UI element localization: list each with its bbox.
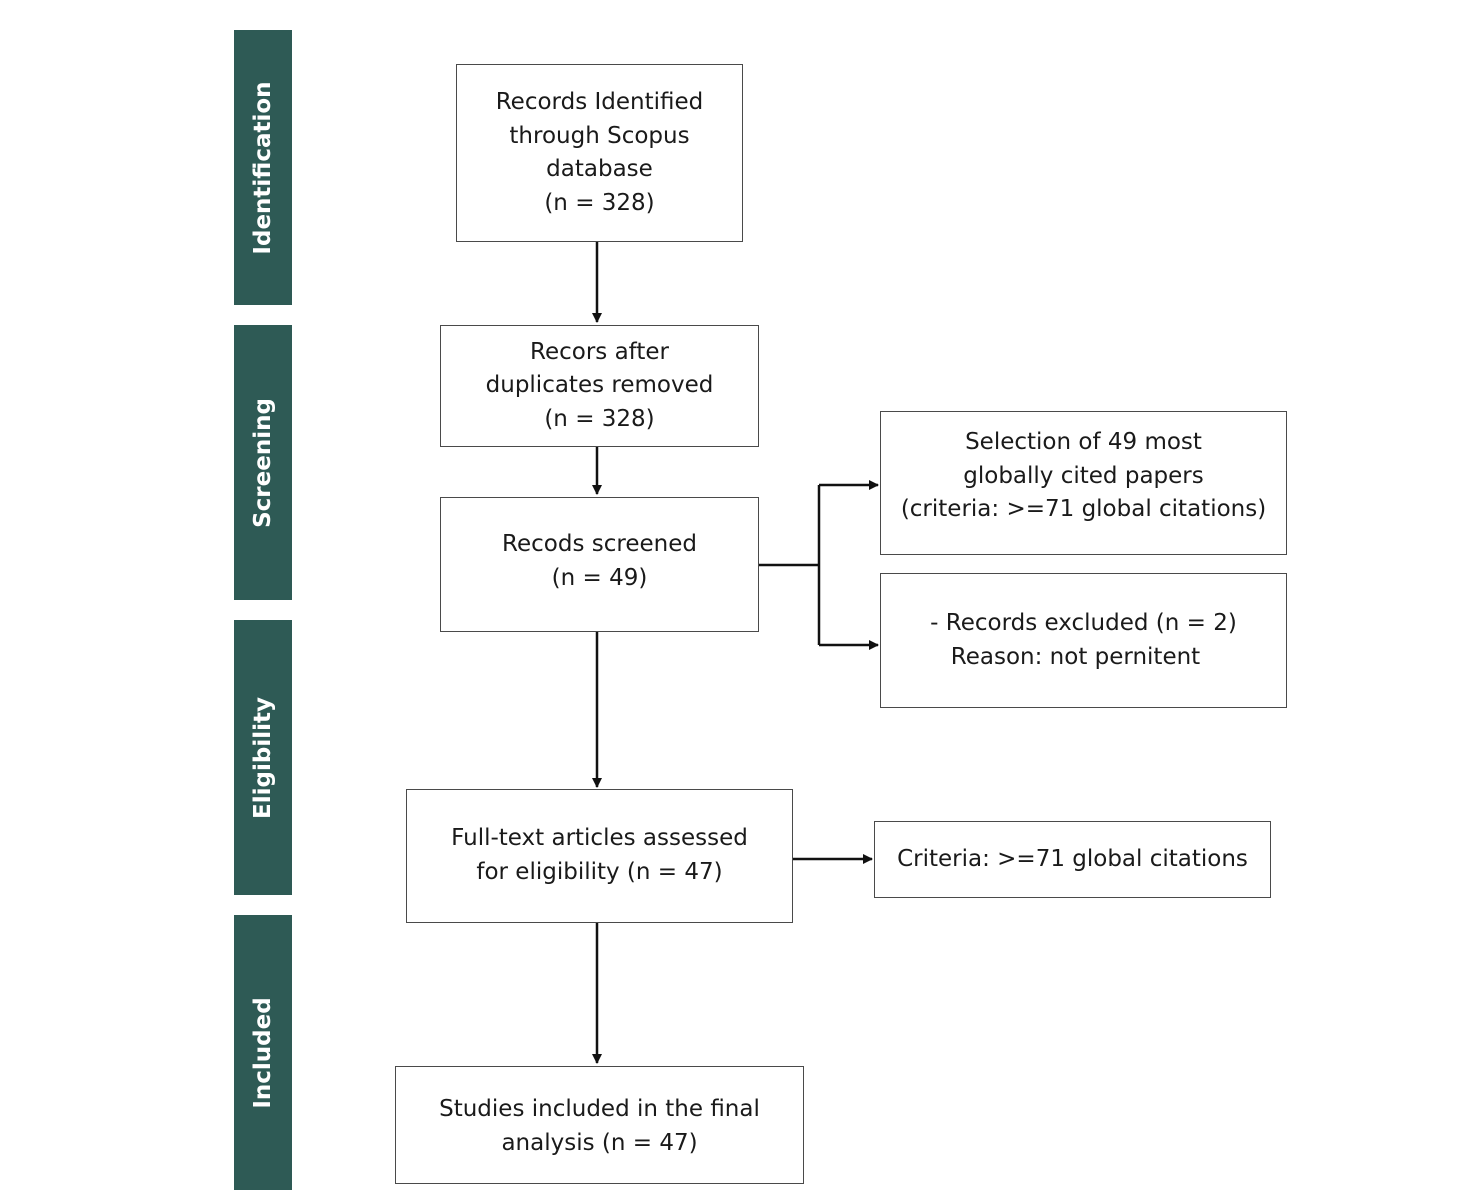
box-full-text: Full-text articles assessed for eligibil… bbox=[406, 789, 793, 923]
box-line: (n = 328) bbox=[544, 405, 655, 432]
phase-identification: Identification bbox=[234, 30, 292, 305]
phase-included: Included bbox=[234, 915, 292, 1190]
box-criteria: Criteria: >=71 global citations bbox=[874, 821, 1271, 898]
box-line: Records Identified bbox=[495, 89, 704, 115]
box-line: (criteria: >=71 global citations) bbox=[900, 496, 1267, 522]
box-line: analysis (n = 47) bbox=[501, 1129, 698, 1156]
phase-screening: Screening bbox=[234, 325, 292, 600]
phase-eligibility: Eligibility bbox=[234, 620, 292, 895]
box-line: Criteria: >=71 global citations bbox=[897, 846, 1248, 872]
box-line: Recods screened bbox=[502, 531, 697, 557]
box-screened: Recods screened (n = 49) bbox=[440, 497, 759, 632]
box-line: Selection of 49 most bbox=[965, 429, 1202, 455]
box-line: through Scopus bbox=[509, 122, 690, 149]
box-line: globally cited papers bbox=[963, 462, 1204, 489]
box-line: for eligibility (n = 47) bbox=[476, 858, 723, 885]
box-after-duplicates: Recors after duplicates removed (n = 328… bbox=[440, 325, 759, 447]
box-line: - Records excluded (n = 2) bbox=[930, 610, 1237, 636]
box-records-identified: Records Identified through Scopus databa… bbox=[456, 64, 743, 242]
box-line: (n = 328) bbox=[544, 189, 655, 216]
box-line: database bbox=[546, 156, 653, 182]
box-line: Recors after bbox=[530, 338, 669, 365]
box-included: Studies included in the final analysis (… bbox=[395, 1066, 804, 1184]
box-line: Reason: not pernitent bbox=[950, 643, 1201, 670]
box-excluded: - Records excluded (n = 2) Reason: not p… bbox=[880, 573, 1287, 708]
box-line: duplicates removed bbox=[485, 372, 714, 399]
box-selection: Selection of 49 most globally cited pape… bbox=[880, 411, 1287, 555]
box-line: Studies included in the final bbox=[439, 1096, 760, 1122]
box-line: Full-text articles assessed bbox=[451, 825, 748, 851]
box-line: (n = 49) bbox=[551, 564, 648, 591]
